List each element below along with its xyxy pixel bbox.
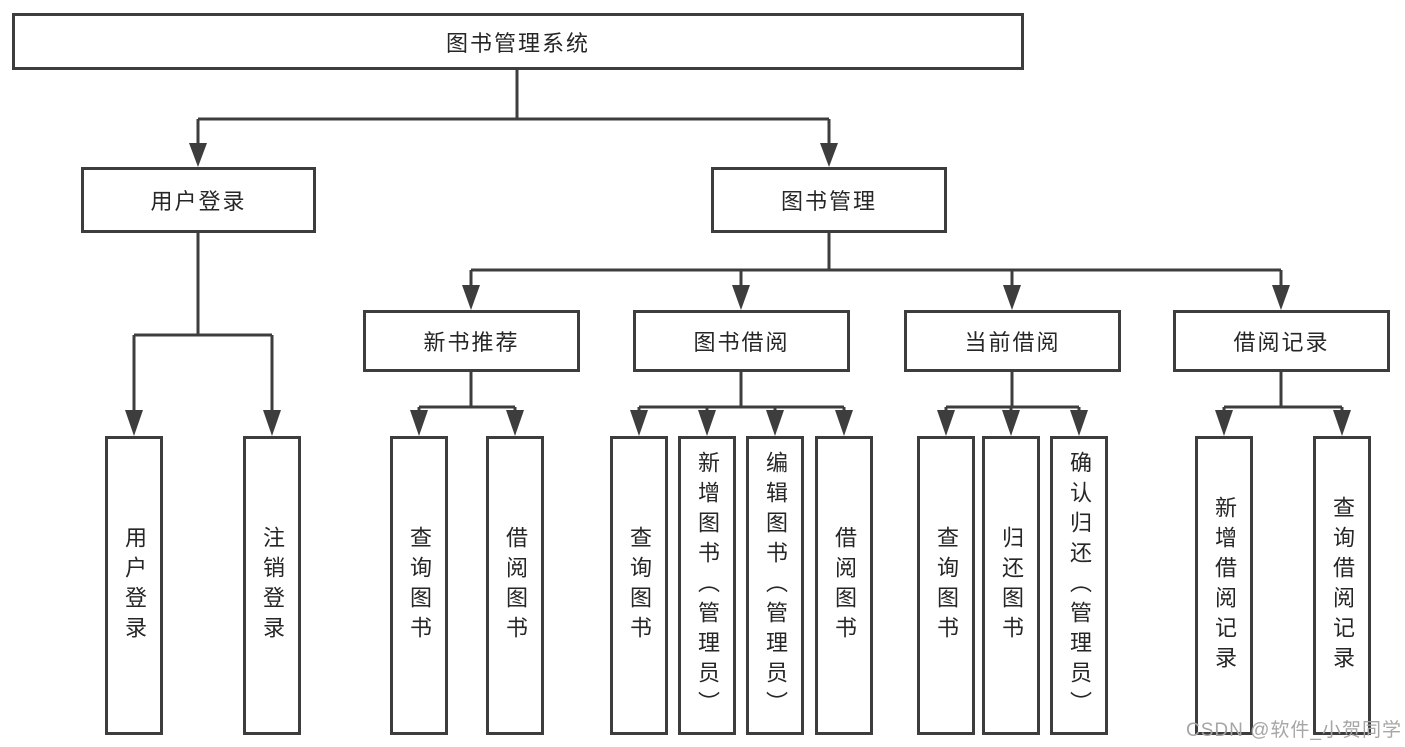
leaf-borrow-book-label: 借阅图书 [832, 525, 857, 646]
leaf-edit-book-admin-label: 编辑图书（管理员） [763, 450, 788, 721]
leaf-borrow-book-recommend-label: 借阅图书 [503, 525, 528, 646]
leaf-return-book-label: 归还图书 [999, 525, 1024, 646]
leaf-query-borrow-record-label: 查询借阅记录 [1330, 495, 1355, 676]
leaf-query-book-recommend-label: 查询图书 [407, 525, 432, 646]
leaf-add-book-admin: 新增图书（管理员） [678, 436, 736, 735]
node-new-book-recommend: 新书推荐 [363, 310, 580, 372]
node-root: 图书管理系统 [12, 13, 1024, 70]
node-user-login-label: 用户登录 [150, 189, 247, 214]
node-book-borrowing-label: 图书借阅 [693, 330, 790, 355]
leaf-query-book-current-label: 查询图书 [934, 525, 959, 646]
node-new-book-recommend-label: 新书推荐 [423, 330, 520, 355]
node-borrowing-records: 借阅记录 [1173, 310, 1390, 372]
node-book-borrowing: 图书借阅 [633, 310, 850, 372]
node-user-login: 用户登录 [81, 167, 316, 233]
leaf-logout-label: 注销登录 [260, 525, 285, 646]
node-book-management-label: 图书管理 [780, 189, 877, 214]
leaf-confirm-return-admin: 确认归还（管理员） [1050, 436, 1108, 735]
csdn-watermark: CSDN @软件_小贺同学 [1186, 720, 1402, 741]
leaf-logout: 注销登录 [243, 436, 301, 735]
leaf-query-book-recommend: 查询图书 [390, 436, 448, 735]
node-book-management: 图书管理 [711, 167, 947, 233]
leaf-query-book-borrow: 查询图书 [610, 436, 668, 735]
leaf-query-book-borrow-label: 查询图书 [627, 525, 652, 646]
leaf-user-login: 用户登录 [105, 436, 163, 735]
leaf-add-book-admin-label: 新增图书（管理员） [695, 450, 720, 721]
leaf-confirm-return-admin-label: 确认归还（管理员） [1067, 450, 1092, 721]
leaf-edit-book-admin: 编辑图书（管理员） [746, 436, 804, 735]
node-root-label: 图书管理系统 [445, 30, 590, 56]
leaf-query-book-current: 查询图书 [917, 436, 975, 735]
leaf-add-borrow-record: 新增借阅记录 [1195, 436, 1253, 735]
leaf-query-borrow-record: 查询借阅记录 [1313, 436, 1371, 735]
leaf-borrow-book: 借阅图书 [815, 436, 873, 735]
node-borrowing-records-label: 借阅记录 [1233, 330, 1330, 355]
leaf-return-book: 归还图书 [982, 436, 1040, 735]
node-current-borrowing-label: 当前借阅 [964, 330, 1061, 355]
leaf-add-borrow-record-label: 新增借阅记录 [1212, 495, 1237, 676]
leaf-user-login-label: 用户登录 [122, 525, 147, 646]
leaf-borrow-book-recommend: 借阅图书 [486, 436, 544, 735]
node-current-borrowing: 当前借阅 [904, 310, 1121, 372]
